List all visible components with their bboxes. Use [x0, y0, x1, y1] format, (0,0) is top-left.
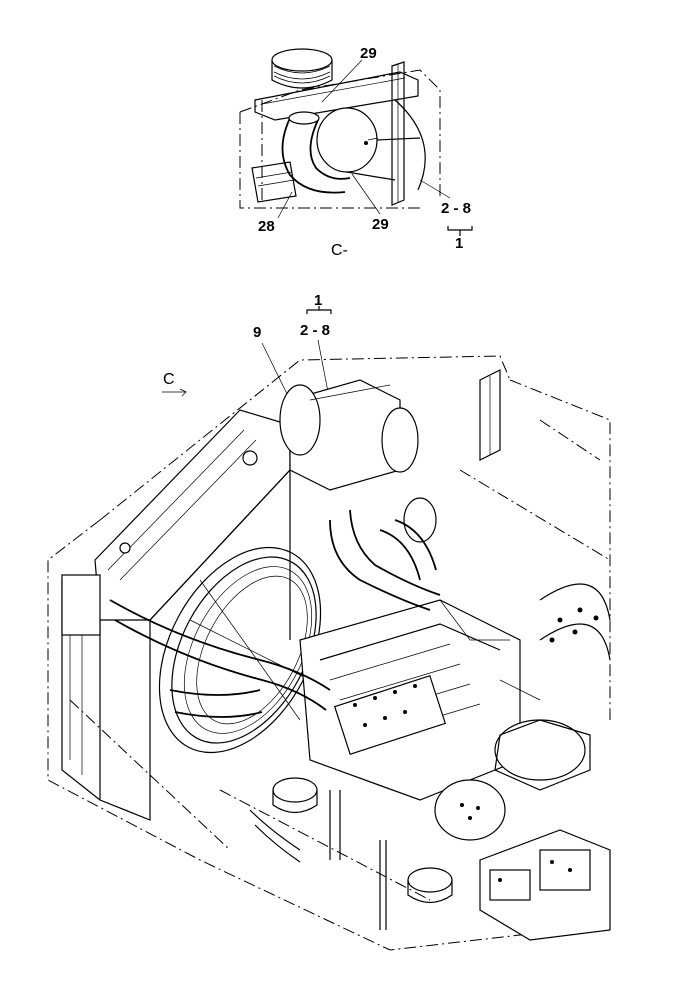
air-filter-cap: [271, 48, 333, 89]
machine-frame: [47, 355, 611, 951]
callout-range-main: 2 - 8: [300, 322, 330, 339]
callout-29-top: 29: [360, 45, 377, 62]
muffler: [434, 719, 591, 841]
svg-text:C: C: [163, 371, 175, 388]
view-label-c: C-: [331, 242, 348, 259]
intake-hoses: [109, 509, 441, 718]
intake-pipe: [281, 111, 351, 194]
view-direction-arrow: C: [162, 371, 187, 397]
detail-view-c: [239, 48, 473, 236]
callout-bracket: [306, 309, 332, 314]
air-cleaner: [316, 99, 426, 191]
callout-29-bottom: 29: [372, 216, 389, 233]
callout-range-detail: 2 - 8: [441, 200, 471, 217]
radiator-assembly: [61, 409, 291, 821]
hydraulic-pump: [479, 829, 611, 941]
callout-9: 9: [253, 324, 261, 341]
engine-mounts: [272, 777, 453, 904]
callout-1-detail: 1: [455, 235, 463, 252]
misc-hoses: [249, 599, 541, 930]
callout-1-main: 1: [314, 292, 322, 309]
engine: [299, 599, 521, 801]
air-cleaner-main: [279, 379, 437, 543]
callout-28: 28: [258, 218, 275, 235]
